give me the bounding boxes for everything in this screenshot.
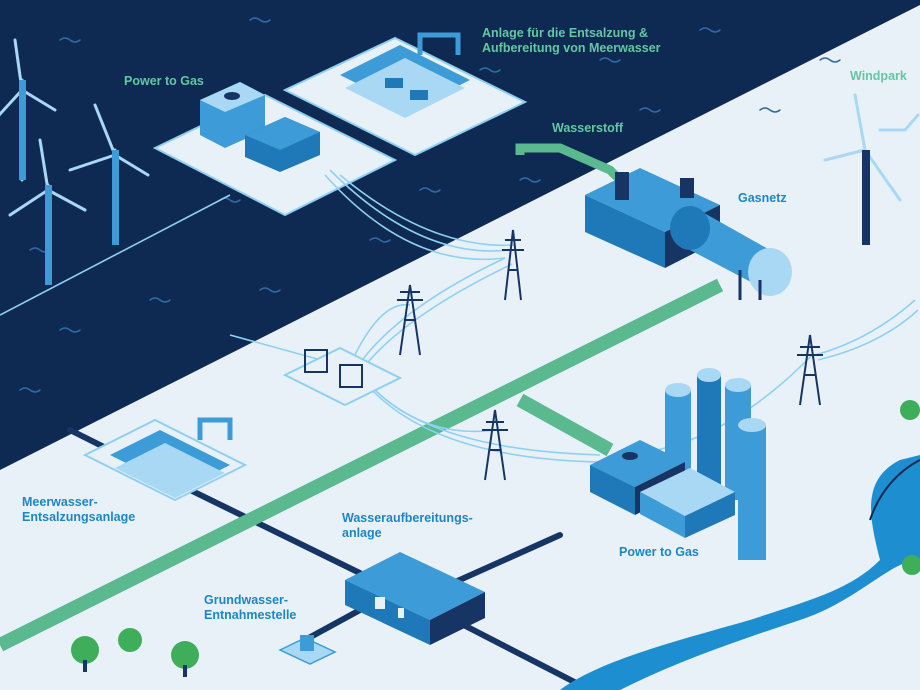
label-line: Anlage für die Entsalzung &: [482, 26, 648, 40]
label-seawater-desalination: Meerwasser- Entsalzungsanlage: [22, 495, 135, 525]
label-line: Grundwasser-: [204, 593, 289, 607]
wind-turbine-icon: [823, 93, 920, 202]
wind-turbine-tower: [862, 150, 870, 245]
river: [560, 455, 920, 690]
water-treatment-building: [345, 552, 485, 645]
label-line: Entsalzungsanlage: [22, 510, 136, 524]
gas-pipeline: [0, 278, 724, 652]
label-line: Aufbereitung von Meerwasser: [482, 41, 661, 55]
label-wind-park: Windpark: [850, 69, 907, 83]
label-line: Entnahmestelle: [204, 608, 297, 622]
power-to-gas-facility: [590, 368, 766, 560]
label-line: Wasseraufbereitungs-: [342, 511, 473, 525]
gas-tank-icon: [670, 205, 792, 300]
label-line: Meerwasser-: [22, 495, 98, 509]
label-desalination-offshore: Anlage für die Entsalzung & Aufbereitung…: [482, 26, 661, 56]
pump-icon: [278, 635, 337, 665]
sea-waves: [19, 17, 841, 393]
label-groundwater: Grundwasser- Entnahmestelle: [204, 593, 296, 623]
river-bank: [869, 459, 920, 521]
label-power-to-gas-onshore: Power to Gas: [619, 545, 699, 559]
wind-turbine-towers: [19, 80, 119, 285]
power-pylon-icon: [397, 229, 823, 481]
label-water-treatment: Wasseraufbereitungs- anlage: [342, 511, 473, 541]
label-line: anlage: [342, 526, 382, 540]
label-gas-grid: Gasnetz: [738, 191, 787, 205]
label-power-to-gas-offshore: Power to Gas: [124, 74, 204, 88]
substation: [282, 346, 403, 407]
offshore-desalination-platform: [282, 32, 528, 157]
desalination-plant: [82, 417, 248, 502]
tree-trunks: [83, 660, 187, 677]
label-hydrogen: Wasserstoff: [552, 121, 624, 135]
tree-icon: [71, 400, 920, 669]
